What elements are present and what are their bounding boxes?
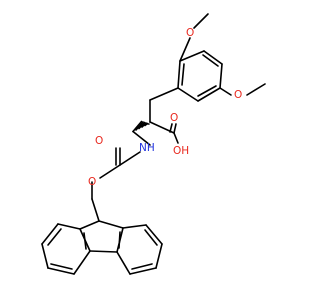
oxygen-label-carbamate-carbonyl: O (95, 135, 103, 147)
bond (73, 250, 91, 275)
bond (173, 123, 177, 134)
bond (177, 87, 199, 102)
bond (169, 123, 173, 133)
bond (219, 87, 232, 96)
bond (91, 198, 100, 222)
oxygen-label-right: O (234, 89, 242, 101)
bond (145, 224, 163, 245)
bond (129, 267, 157, 275)
bond (177, 60, 181, 89)
oxygen-label-acid-carbonyl: O (170, 112, 178, 124)
oxygen-label-ester: O (88, 176, 96, 188)
bond (122, 224, 147, 229)
bond (144, 229, 158, 246)
bond (197, 85, 217, 97)
bond (179, 37, 191, 62)
oxygen-label-top: O (186, 27, 194, 39)
bond (41, 243, 49, 269)
bond (132, 130, 151, 146)
bond (179, 50, 205, 62)
bond (119, 151, 141, 166)
bond (131, 263, 153, 270)
bond (41, 223, 59, 245)
bond (118, 231, 121, 249)
bond (197, 87, 221, 102)
bond (83, 232, 87, 250)
bond (173, 132, 179, 144)
bond (181, 63, 185, 86)
bond (202, 54, 219, 67)
bond (99, 164, 121, 179)
bond (203, 50, 223, 65)
bond (193, 13, 209, 29)
bond (246, 83, 266, 96)
bond (149, 87, 179, 101)
bond (98, 220, 124, 229)
bond (47, 267, 75, 275)
bond (79, 220, 100, 230)
bond (57, 223, 81, 230)
bond (47, 228, 62, 246)
molecule-structure: O O O OH NH O O (41, 13, 266, 275)
bond (50, 263, 73, 270)
bond (155, 243, 163, 269)
bond (116, 251, 131, 275)
hydroxyl-label: OH (173, 145, 189, 157)
nh-label: NH (139, 142, 155, 154)
stereo-hash-bond (132, 120, 150, 133)
bond (219, 63, 223, 89)
bond (89, 250, 118, 253)
